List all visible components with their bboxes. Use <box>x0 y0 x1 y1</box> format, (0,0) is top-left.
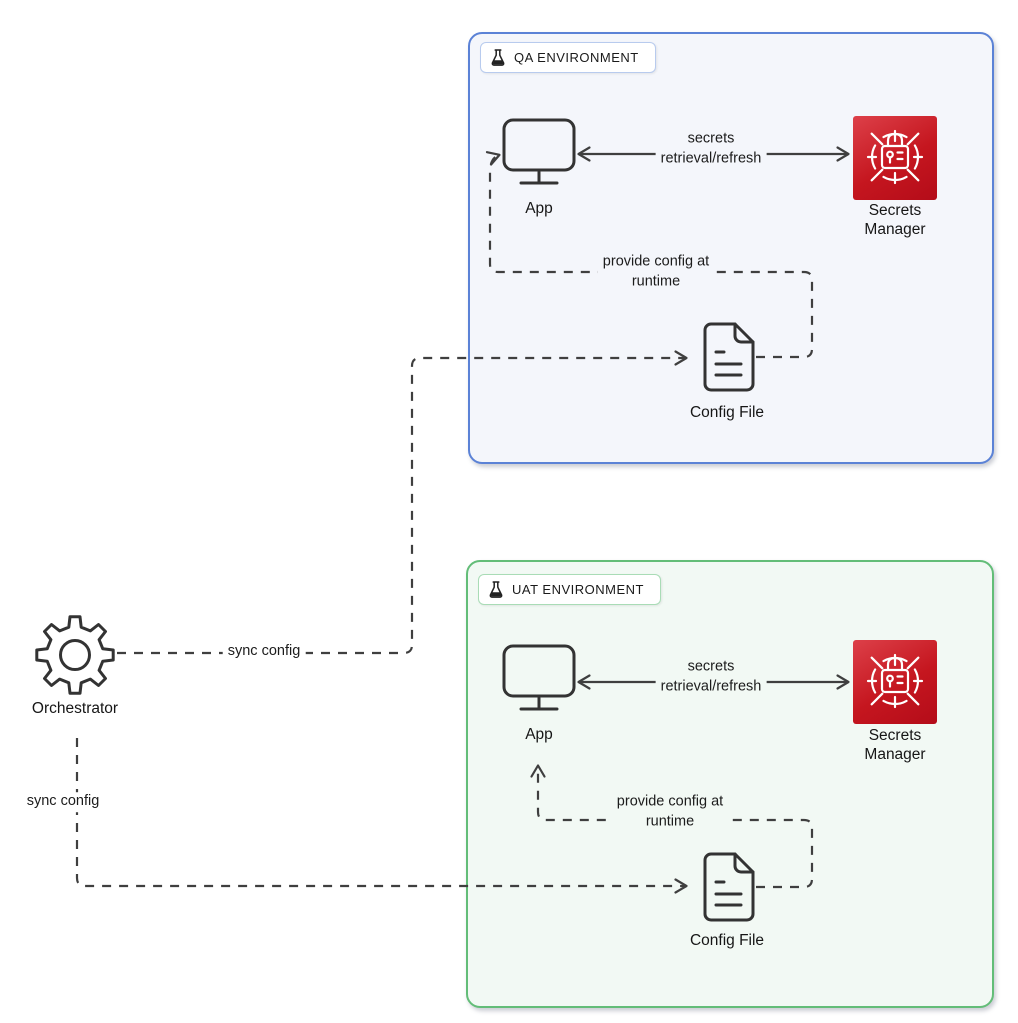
orchestrator-label: Orchestrator <box>31 700 119 717</box>
edge-label-provide-config-qa: provide config at runtime <box>597 252 715 292</box>
uat-app-label: App <box>525 726 553 743</box>
qa-secrets-manager-icon <box>853 116 937 200</box>
edge-label-sync-config-uat: sync config <box>21 792 105 812</box>
flask-icon <box>491 48 505 66</box>
edge-label-sync-config-qa: sync config <box>222 642 306 662</box>
orchestrator-gear-icon <box>32 612 118 703</box>
uat-secrets-manager-label: Secrets Manager <box>864 727 926 763</box>
qa-config-file-label: Config File <box>689 404 765 421</box>
edge-label-provide-config-uat: provide config at runtime <box>611 792 729 832</box>
uat-environment-title: UAT ENVIRONMENT <box>478 574 661 605</box>
uat-environment-label: UAT ENVIRONMENT <box>512 582 644 597</box>
edge-label-secrets-retrieval-uat: secrets retrieval/refresh <box>655 657 767 697</box>
qa-app-icon <box>501 118 577 191</box>
qa-environment-title: QA ENVIRONMENT <box>480 42 656 73</box>
edge-label-secrets-retrieval-qa: secrets retrieval/refresh <box>655 129 767 169</box>
uat-config-file-icon <box>695 850 761 931</box>
qa-config-file-icon <box>695 320 761 401</box>
uat-app-icon <box>501 644 577 717</box>
uat-secrets-manager-icon <box>853 640 937 724</box>
qa-secrets-manager-label: Secrets Manager <box>864 202 926 238</box>
uat-config-file-label: Config File <box>689 932 765 949</box>
qa-app-label: App <box>525 200 553 217</box>
flask-icon <box>489 580 503 598</box>
qa-environment-label: QA ENVIRONMENT <box>514 50 639 65</box>
